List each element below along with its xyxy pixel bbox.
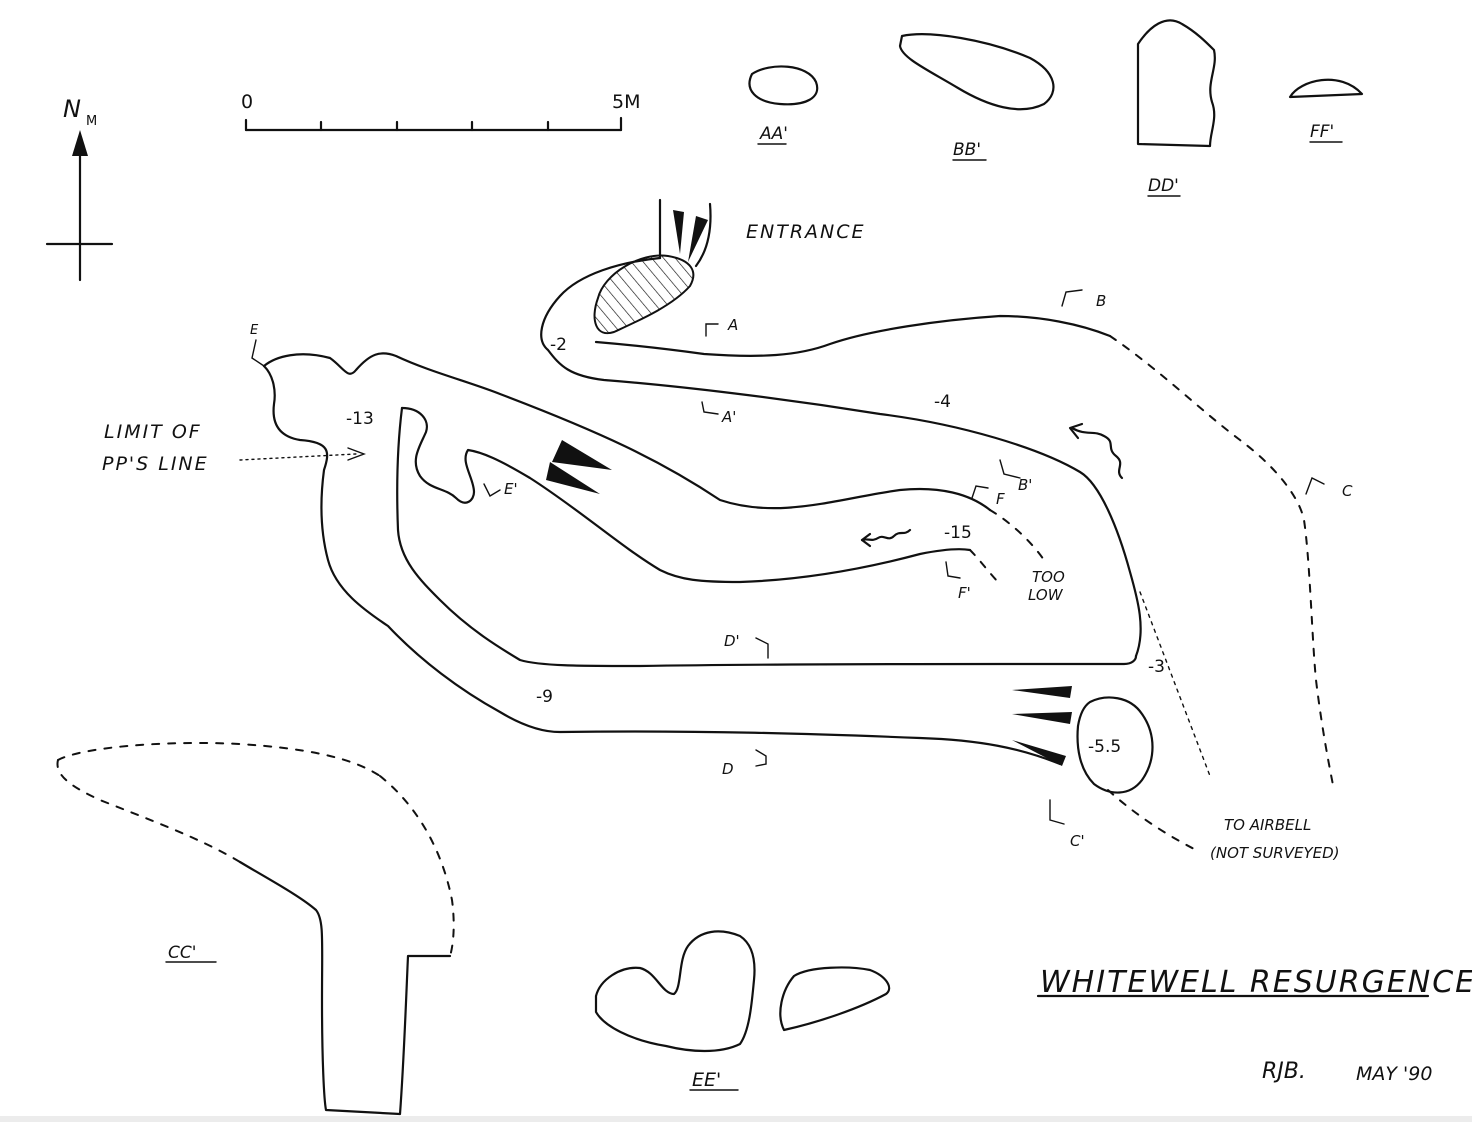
map-title: WHITEWELL RESURGENCE: [1040, 965, 1472, 1000]
north-arrow: N M: [45, 95, 114, 282]
limit-note-line1: LIMIT OF: [104, 421, 202, 443]
scan-edge: [0, 1116, 1472, 1122]
sump-pool: [1076, 696, 1154, 794]
airbell-note-line1: TO AIRBELL: [1224, 816, 1311, 834]
marker-c-prime: C': [1070, 832, 1085, 850]
depth-minus-15: -15: [944, 523, 972, 543]
notes: LIMIT OF PP'S LINE TOO LOW TO AIRBELL (N…: [102, 421, 1340, 862]
section-markers: A A' B B' C C' D D' E E' F F': [250, 289, 1353, 850]
north-label: N: [63, 95, 81, 123]
entrance: ENTRANCE: [593, 198, 866, 335]
cross-section-dd: DD': [1136, 19, 1216, 197]
direction-wedges: [546, 440, 1072, 766]
section-ee-label: EE': [692, 1069, 721, 1091]
cross-section-ee: EE': [594, 930, 891, 1091]
north-magnetic-label: M: [86, 114, 97, 129]
marker-c: C: [1342, 482, 1353, 500]
cross-section-ff: FF': [1288, 78, 1364, 143]
too-low-line1: TOO: [1032, 568, 1065, 586]
flow-arrows: [860, 422, 1124, 548]
depth-labels: -2 -4 -13 -15 -3 -9 -5.5: [346, 335, 1165, 757]
marker-f: F: [996, 490, 1005, 508]
section-aa-label: AA': [759, 124, 788, 144]
survey-date: MAY '90: [1356, 1063, 1432, 1085]
marker-e: E: [250, 323, 259, 338]
marker-d-prime: D': [724, 632, 740, 650]
depth-minus-13: -13: [346, 409, 374, 429]
too-low-line2: LOW: [1028, 586, 1064, 604]
title-block: WHITEWELL RESURGENCE RJB. MAY '90: [1036, 965, 1472, 1085]
marker-b-prime: B': [1018, 476, 1032, 494]
marker-a: A: [727, 316, 738, 334]
section-cc-label: CC': [168, 943, 196, 963]
section-ff-label: FF': [1310, 122, 1334, 142]
depth-minus-3: -3: [1148, 657, 1165, 677]
scale-end-label: 5M: [612, 91, 640, 113]
scale-start-label: 0: [241, 91, 253, 113]
depth-minus-4: -4: [934, 392, 951, 412]
cross-section-aa: AA': [748, 65, 819, 145]
cave-plan: [262, 256, 1142, 766]
marker-d: D: [722, 760, 734, 778]
dashed-passages: [969, 335, 1335, 853]
marker-b: B: [1096, 292, 1106, 310]
entrance-label: ENTRANCE: [746, 221, 866, 243]
scale-bar: 0 5M: [241, 91, 640, 132]
depth-minus-2: -2: [550, 335, 567, 355]
surveyor-signature: RJB.: [1262, 1059, 1306, 1084]
marker-e-prime: E': [504, 480, 518, 498]
depth-minus-5-5: -5.5: [1088, 737, 1121, 757]
cross-section-bb: BB': [898, 33, 1055, 161]
cross-section-cc: CC': [56, 741, 455, 1116]
depth-minus-9: -9: [536, 687, 553, 707]
marker-f-prime: F': [958, 584, 971, 602]
marker-a-prime: A': [721, 408, 736, 426]
airbell-note-line2: (NOT SURVEYED): [1210, 844, 1340, 862]
section-bb-label: BB': [953, 140, 981, 160]
section-dd-label: DD': [1148, 176, 1179, 196]
limit-note-line2: PP'S LINE: [102, 453, 209, 475]
